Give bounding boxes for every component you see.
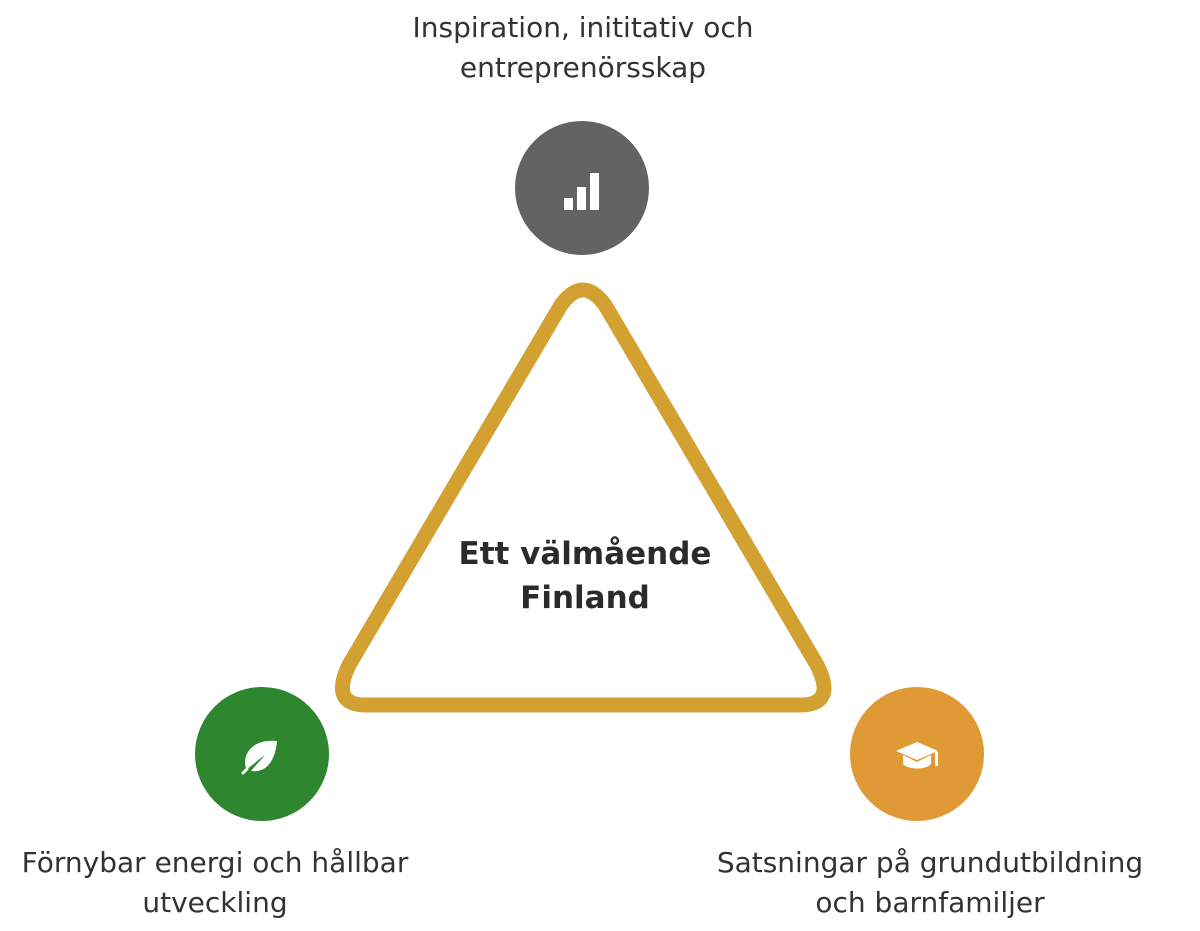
node-label-top-line-1: Inspiration, inititativ och	[412, 11, 754, 44]
node-circle-left	[195, 687, 329, 821]
node-circle-right	[850, 687, 984, 821]
center-title: Ett välmående Finland	[430, 532, 740, 620]
node-label-left: Förnybar energi och hållbar utveckling	[0, 843, 430, 923]
center-title-line-2: Finland	[520, 580, 650, 616]
graduation-cap-icon	[896, 742, 938, 769]
node-label-top: Inspiration, inititativ och entreprenörs…	[383, 8, 783, 88]
node-circle-top	[515, 121, 649, 255]
bar-chart-icon	[564, 173, 599, 210]
node-label-left-line-2: utveckling	[142, 886, 288, 919]
center-title-line-1: Ett välmående	[458, 536, 712, 572]
node-label-left-line-1: Förnybar energi och hållbar	[21, 846, 409, 879]
node-label-right-line-2: och barnfamiljer	[815, 886, 1045, 919]
leaf-icon	[241, 740, 277, 775]
node-label-right-line-1: Satsningar på grundutbildning	[716, 846, 1144, 879]
node-label-right: Satsningar på grundutbildning och barnfa…	[690, 843, 1170, 923]
node-label-top-line-2: entreprenörsskap	[459, 51, 707, 84]
